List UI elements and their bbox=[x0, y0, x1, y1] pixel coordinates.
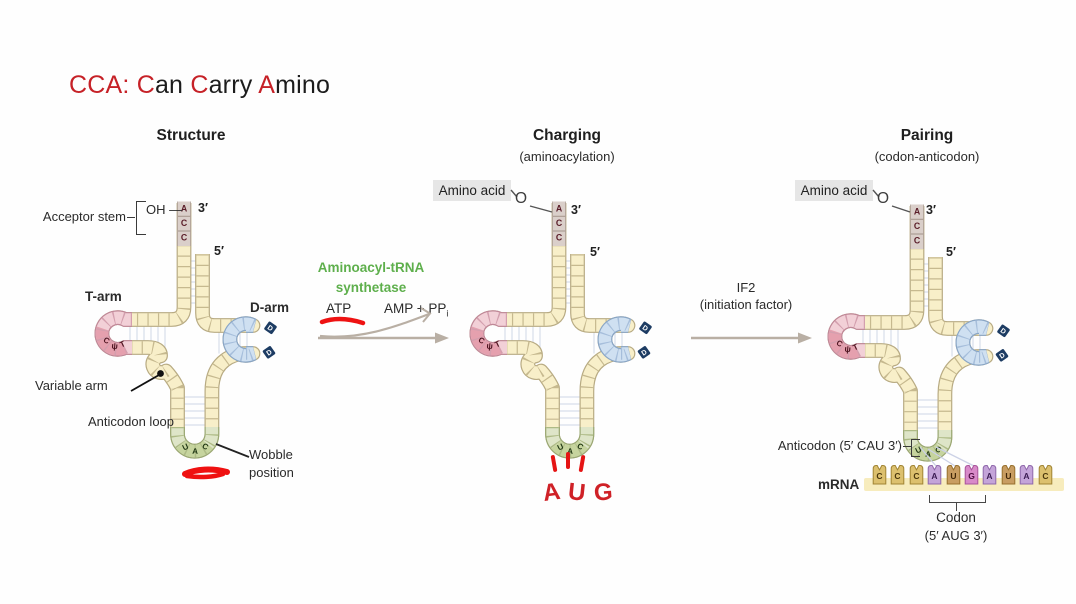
svg-text:A: A bbox=[987, 471, 993, 481]
mrna-nucleotide: A bbox=[1019, 463, 1034, 485]
anticodon-seq-label: Anticodon (5′ CAU 3′) bbox=[777, 438, 902, 453]
mrna-nucleotide: A bbox=[982, 463, 997, 485]
trna-pairing-diagram bbox=[818, 198, 1048, 468]
anticodon-loop-label: Anticodon loop bbox=[88, 414, 175, 429]
title-segment: CCA: bbox=[69, 71, 137, 99]
wobble-position-label: Wobble position bbox=[249, 447, 294, 480]
pairing-subheading: (codon-anticodon) bbox=[874, 149, 980, 164]
charging-subheading: (aminoacylation) bbox=[519, 149, 615, 164]
five-prime-label: 5′ bbox=[946, 245, 956, 259]
mrna-nucleotide: C bbox=[890, 463, 905, 485]
mrna-label: mRNA bbox=[818, 477, 860, 492]
pairing-arrow bbox=[691, 332, 812, 344]
mrna-strip: C C C A U G A U A C bbox=[872, 463, 1053, 485]
three-prime-label: 3′ bbox=[926, 203, 936, 217]
mrna-nucleotide: A bbox=[927, 463, 942, 485]
amino-acid-box: Amino acid bbox=[433, 180, 511, 201]
codon-seq-label: (5′ AUG 3′) bbox=[924, 528, 988, 543]
title-segment: an bbox=[154, 71, 191, 99]
aug-letter: U bbox=[567, 478, 588, 507]
title-segment: arry bbox=[208, 71, 259, 99]
red-marker-scribble bbox=[182, 466, 230, 480]
acceptor-stem-connector bbox=[127, 217, 135, 218]
svg-text:A: A bbox=[1024, 471, 1030, 481]
t-arm-label: T-arm bbox=[85, 289, 122, 304]
anticodon-label-bracket bbox=[911, 439, 920, 457]
three-prime-label: 3′ bbox=[198, 201, 208, 215]
title-segment: C bbox=[190, 71, 209, 99]
title-segment: mino bbox=[275, 71, 331, 99]
variable-arm-leader bbox=[130, 370, 164, 392]
codon-bracket bbox=[929, 495, 986, 503]
mrna-nucleotide: C bbox=[1038, 463, 1053, 485]
d-arm-label: D-arm bbox=[250, 300, 290, 315]
mrna-nucleotide: G bbox=[964, 463, 979, 485]
charging-heading: Charging bbox=[532, 127, 602, 144]
svg-text:C: C bbox=[876, 471, 882, 481]
red-pairing-tick bbox=[566, 452, 570, 469]
initiation-factor-label: (initiation factor) bbox=[699, 297, 793, 312]
if2-label: IF2 bbox=[736, 280, 756, 295]
synthetase-label: Aminoacyl-tRNA synthetase bbox=[317, 260, 425, 295]
oh-label: OH — bbox=[146, 202, 183, 217]
codon-bracket-stem bbox=[956, 502, 957, 511]
svg-text:U: U bbox=[1005, 471, 1011, 481]
mrna-nucleotide: U bbox=[946, 463, 961, 485]
codon-anticodon-pair-lines bbox=[919, 446, 975, 467]
svg-text:C: C bbox=[1042, 471, 1048, 481]
red-underline-atp bbox=[319, 316, 366, 326]
anticodon-label-connector bbox=[903, 446, 911, 447]
mrna-nucleotide: U bbox=[1001, 463, 1016, 485]
wobble-leader bbox=[215, 443, 250, 458]
amp-text: AMP + PP bbox=[384, 301, 447, 316]
codon-label: Codon bbox=[936, 510, 976, 525]
five-prime-label: 5′ bbox=[214, 244, 224, 258]
ppi-subscript: i bbox=[446, 308, 449, 319]
amino-acid-box: Amino acid bbox=[795, 180, 873, 201]
title-segment: C bbox=[136, 71, 155, 99]
main-title: CCA: Can Carry Amino bbox=[69, 71, 330, 100]
amino-acid-linker-lines bbox=[510, 189, 553, 213]
acceptor-stem-bracket bbox=[136, 201, 146, 235]
pairing-heading: Pairing bbox=[900, 127, 954, 144]
five-prime-label: 5′ bbox=[590, 245, 600, 259]
title-segment: A bbox=[258, 71, 276, 99]
mrna-nucleotide: C bbox=[909, 463, 924, 485]
svg-text:U: U bbox=[950, 471, 956, 481]
three-prime-label: 3′ bbox=[571, 203, 581, 217]
charging-arrow bbox=[318, 332, 449, 344]
oxygen-linker: O bbox=[515, 190, 528, 207]
structure-heading: Structure bbox=[156, 127, 226, 144]
svg-text:C: C bbox=[913, 471, 919, 481]
svg-text:A: A bbox=[932, 471, 938, 481]
mrna-nucleotide: C bbox=[872, 463, 887, 485]
svg-text:C: C bbox=[895, 471, 901, 481]
oxygen-linker: O bbox=[877, 190, 890, 207]
svg-text:G: G bbox=[968, 471, 975, 481]
amino-acid-linker-lines bbox=[872, 189, 911, 213]
acceptor-stem-label: Acceptor stem bbox=[42, 209, 126, 224]
aug-letter: G bbox=[592, 478, 614, 507]
aug-letter: A bbox=[541, 477, 563, 508]
amp-ppi-label: AMP + PPi bbox=[384, 301, 448, 322]
atp-label: ATP bbox=[326, 301, 352, 316]
trna-charging-diagram bbox=[460, 195, 690, 465]
variable-arm-label: Variable arm bbox=[35, 378, 108, 393]
reaction-curved-arrow bbox=[319, 307, 432, 338]
